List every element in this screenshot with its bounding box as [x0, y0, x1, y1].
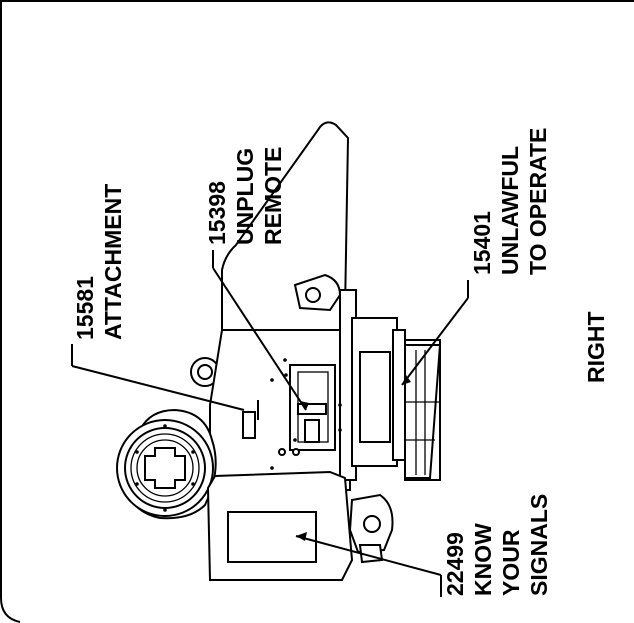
- label-15401-name: UNLAWFUL: [497, 146, 523, 275]
- leader-lines: [71, 250, 469, 597]
- label-15398-name2: REMOTE: [260, 147, 286, 245]
- label-15398-name: UNPLUG: [232, 148, 258, 245]
- label-15401-number: 15401: [469, 211, 495, 275]
- label-22499-name: KNOW: [470, 523, 496, 596]
- label-22499-name2: YOUR: [498, 529, 524, 596]
- label-15398: 15398 UNPLUG REMOTE: [204, 147, 286, 245]
- attachment-body: [116, 121, 442, 581]
- label-22499-name3: SIGNALS: [526, 494, 552, 596]
- label-22499: 22499 KNOW YOUR SIGNALS: [442, 494, 552, 596]
- label-22499-number: 22499: [442, 532, 468, 596]
- label-15581: 15581 ATTACHMENT: [72, 184, 126, 340]
- label-15581-name: ATTACHMENT: [100, 184, 126, 340]
- side-label: RIGHT: [583, 311, 609, 383]
- side-label-right: RIGHT: [583, 311, 609, 383]
- label-15581-number: 15581: [72, 276, 98, 340]
- label-15401-name2: TO OPERATE: [525, 128, 551, 275]
- label-15401: 15401 UNLAWFUL TO OPERATE: [469, 128, 551, 275]
- label-15398-number: 15398: [204, 181, 230, 245]
